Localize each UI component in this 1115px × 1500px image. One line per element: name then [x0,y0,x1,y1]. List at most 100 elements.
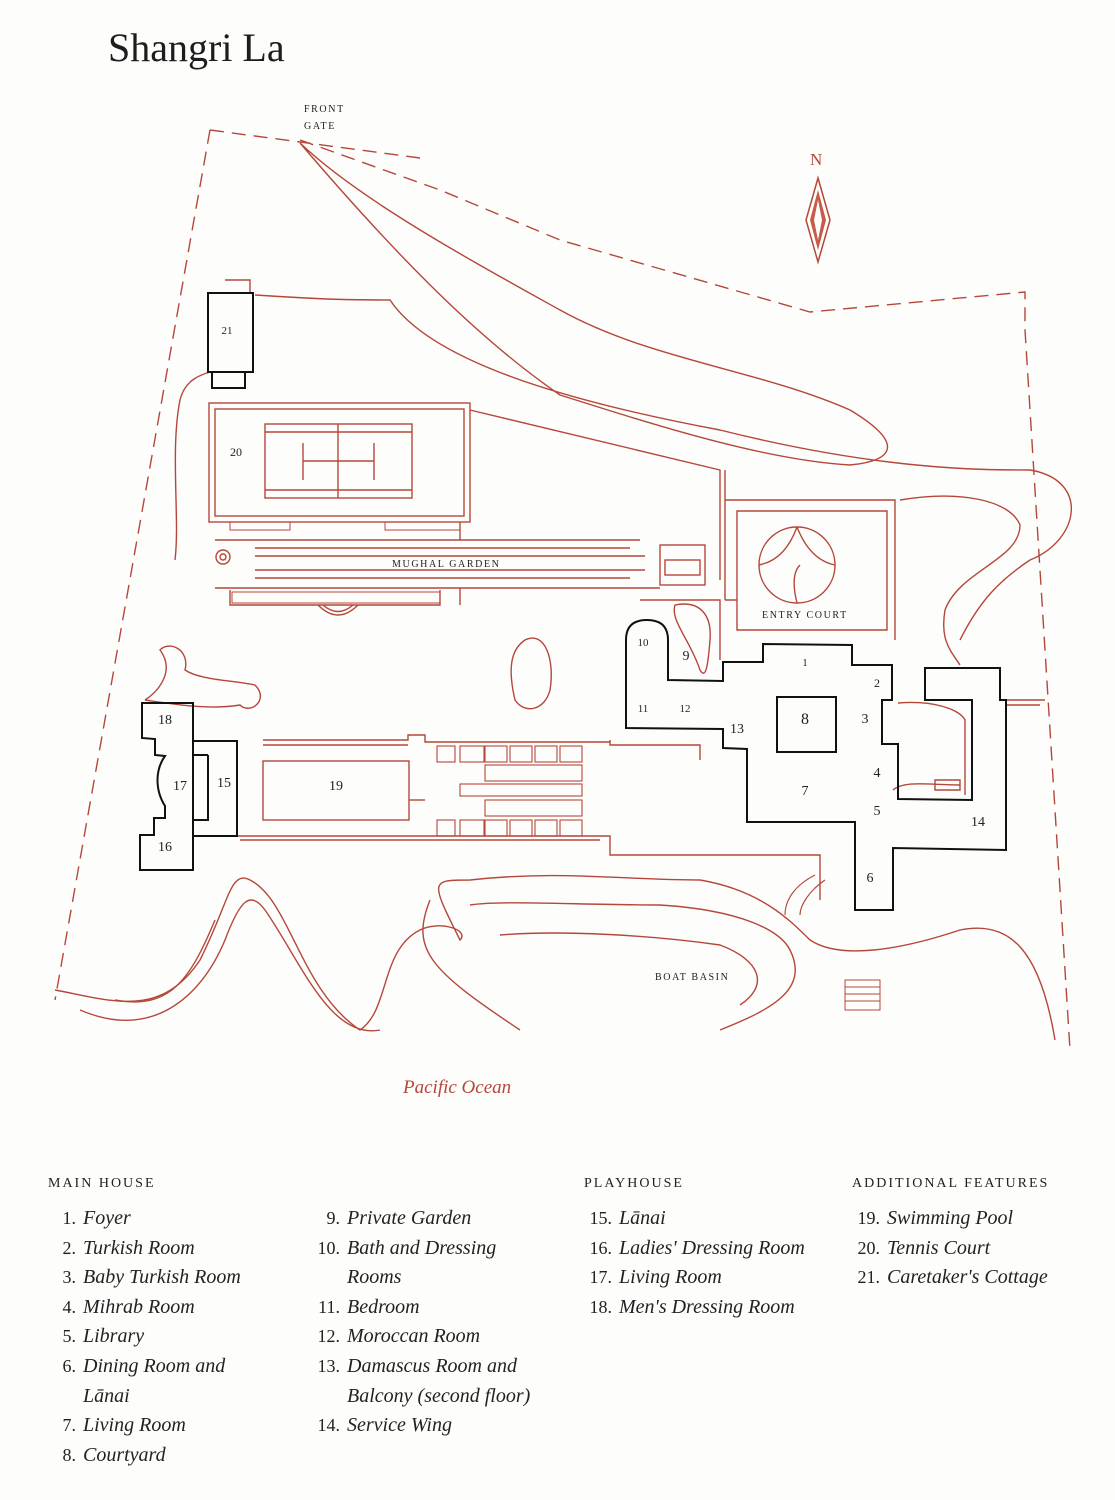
legend-item: 9. Private Garden [312,1204,530,1234]
legend-item-label: Caretaker's Cottage [887,1266,1048,1289]
room-number: 7 [802,784,809,799]
legend-item: 2. Turkish Room [48,1234,241,1264]
boat-basin-label: BOAT BASIN [655,972,729,983]
room-number: 20 [230,445,242,459]
legend-item-label: Baby Turkish Room [83,1266,241,1289]
room-number: 6 [867,871,874,886]
legend-heading: MAIN HOUSE [48,1176,156,1191]
entry-court-label: ENTRY COURT [762,610,848,621]
legend-item-number: 17. [589,1267,613,1288]
legend-item: 11.Bedroom [312,1293,530,1323]
legend-item-label: Courtyard [83,1443,166,1466]
legend-item-label: Dining Room and Lānai [83,1354,226,1407]
legend-item-number: 2. [62,1237,77,1258]
legend-item-label: Bedroom [347,1295,420,1318]
room-number: 21 [222,325,233,337]
room-number: 8 [801,711,809,728]
driveway [299,142,889,466]
room-number: 3 [862,712,869,727]
legend-item-number: 1. [62,1208,77,1228]
legend-item-label: Mihrab Room [83,1295,195,1318]
legend-item-number: 10. [317,1237,341,1258]
site-plan: FRONT GATE N MUGHAL GARDEN ENTRY COURT B… [54,104,1072,1098]
room-number: 1 [802,657,808,669]
legend-item-label: Lānai [619,1207,666,1229]
legend-item-number: 6. [62,1355,77,1376]
room-number: 5 [874,804,881,819]
legend-item-label: Damascus Room and Balcony (second floor) [347,1354,531,1407]
legend-item-number: 18. [589,1296,613,1317]
front-gate-label-2: GATE [304,121,336,132]
room-number: 17 [173,779,187,794]
north-label: N [810,150,824,169]
legend-item: 5. Library [48,1322,241,1352]
legend-item-number: 19. [857,1208,881,1228]
legend-item: 16. Ladies' Dressing Room [584,1234,805,1264]
legend-item: 10. Bath and Dressing Rooms [312,1234,530,1293]
room-number: 9 [683,649,690,664]
legend-item-number: 4. [62,1296,77,1317]
mughal-garden-label: MUGHAL GARDEN [392,559,500,570]
legend-additional-features: ADDITIONAL FEATURES 19. Swimming Pool 20. T… [852,1176,1049,1293]
legend-item: 6. Dining Room and Lānai [48,1352,241,1411]
legend-playhouse: PLAYHOUSE 15. Lānai 16. Ladies' Dressing Ro… [584,1176,805,1322]
legend-item: 15. Lānai [584,1204,805,1234]
legend-item-number: 16. [589,1237,613,1258]
legend-item-label: Private Garden [347,1207,472,1229]
legend-item-label: Swimming Pool [887,1207,1014,1229]
room-number: 13 [730,722,744,737]
main-house-outline [625,618,1007,911]
entry-court-tree [758,526,836,604]
legend-item-number: 12. [317,1326,341,1347]
legend-item-label: Service Wing [347,1414,452,1437]
room-number: 14 [971,815,985,830]
room-number: 18 [158,713,172,728]
tennis-court-area [208,402,471,523]
front-gate-label: FRONT [304,104,345,115]
mughal-garden [215,522,660,606]
legend-item-label: Turkish Room [83,1236,195,1259]
legend-item-number: 8. [62,1444,77,1465]
room-number: 12 [680,703,691,715]
legend-heading: PLAYHOUSE [584,1176,684,1191]
legend-item: 8. Courtyard [48,1441,241,1471]
room-number: 4 [874,766,881,781]
legend-item: 13. Damascus Room and Balcony (second flo… [312,1352,531,1411]
legend-item: 18.Men's Dressing Room [584,1293,805,1323]
legend-item-label: Foyer [83,1207,131,1229]
legend-item-number: 9. [326,1208,341,1228]
legend-item: 20. Tennis Court [852,1234,1049,1264]
legend-item-label: Living Room [83,1414,186,1437]
legend-item-label: Bath and Dressing Rooms [347,1236,497,1289]
legend-item: 1. Foyer [48,1204,241,1234]
legend-item-number: 20. [857,1237,881,1258]
legend-item-number: 5. [62,1326,77,1347]
room-number: 19 [329,779,343,794]
legend-item: 14.Service Wing [312,1411,530,1441]
legend-item: 4. Mihrab Room [48,1293,241,1323]
legend-item-number: 15. [589,1208,613,1228]
legend-item: 17. Living Room [584,1263,805,1293]
room-numbers: 1 2 3 4 5 6 7 8 9 10 11 12 13 14 15 16 1… [158,325,985,886]
map-title: Shangri La [108,25,285,70]
legend-main-house-cont: 9. Private Garden 10. Bath and Dressing Roo… [312,1176,531,1441]
legend-item-number: 21. [857,1267,881,1288]
legend-item-label: Library [83,1325,145,1348]
legend-item: 7.Living Room [48,1411,241,1441]
room-number: 10 [638,637,650,649]
legend-heading: ADDITIONAL FEATURES [852,1176,1050,1191]
legend-item-label: Tennis Court [887,1236,991,1259]
playhouse-outline [139,702,238,871]
legend-item: 12. Moroccan Room [312,1322,530,1352]
legend-item-label: Ladies' Dressing Room [619,1236,805,1259]
legend-heading [312,1176,530,1192]
coastline [54,874,1056,1041]
legend-item: 19. Swimming Pool [852,1204,1049,1234]
legend-item-label: Living Room [619,1266,722,1289]
courtyard-outline [776,696,837,753]
legend-item-label: Moroccan Room [347,1325,481,1348]
room-number: 11 [638,703,649,715]
room-number: 2 [874,676,880,690]
legend-item-number: 13. [317,1355,341,1376]
